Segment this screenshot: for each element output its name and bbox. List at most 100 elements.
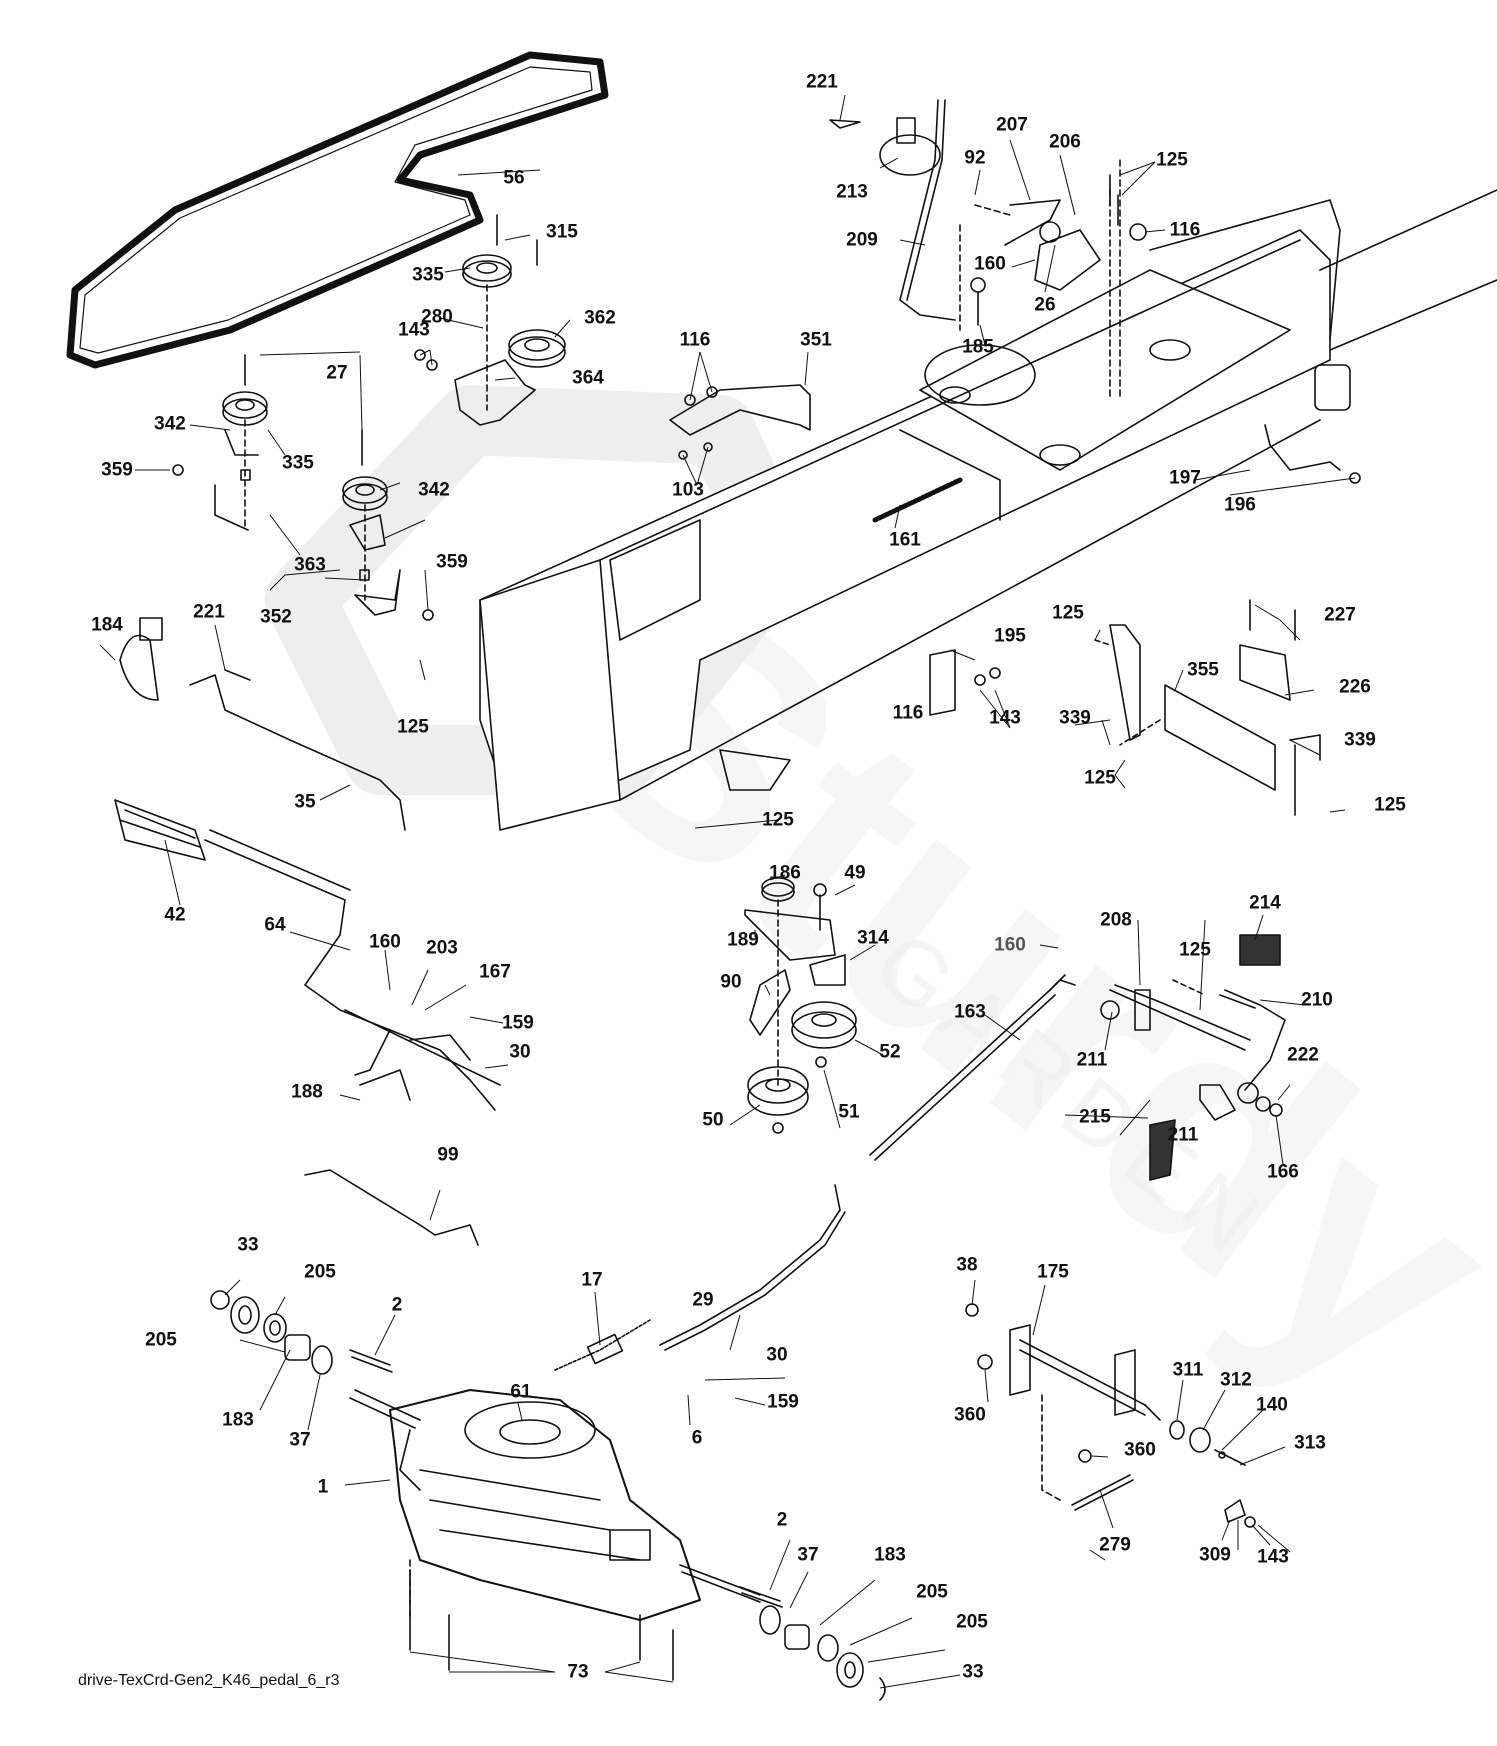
callout-197[interactable]: 197 xyxy=(1169,467,1201,489)
callout-185[interactable]: 185 xyxy=(962,336,994,358)
callout-160-pedal[interactable]: 160 xyxy=(994,934,1026,956)
callout-314[interactable]: 314 xyxy=(857,927,889,949)
callout-339-right[interactable]: 339 xyxy=(1344,729,1376,751)
callout-116-top[interactable]: 116 xyxy=(1169,219,1201,241)
callout-215[interactable]: 215 xyxy=(1079,1106,1111,1128)
callout-17[interactable]: 17 xyxy=(581,1269,603,1291)
callout-49[interactable]: 49 xyxy=(844,862,866,884)
callout-309[interactable]: 309 xyxy=(1199,1544,1231,1566)
callout-37-right[interactable]: 37 xyxy=(797,1544,819,1566)
callout-160-lever[interactable]: 160 xyxy=(369,931,401,953)
callout-163[interactable]: 163 xyxy=(954,1001,986,1023)
callout-280[interactable]: 280 xyxy=(421,306,453,328)
callout-312[interactable]: 312 xyxy=(1220,1369,1252,1391)
callout-125-hitch-right[interactable]: 125 xyxy=(1374,794,1406,816)
callout-222[interactable]: 222 xyxy=(1287,1044,1319,1066)
callout-2-right[interactable]: 2 xyxy=(776,1509,788,1531)
callout-279[interactable]: 279 xyxy=(1099,1534,1131,1556)
callout-116-mid[interactable]: 116 xyxy=(679,329,711,351)
callout-339-left[interactable]: 339 xyxy=(1059,707,1091,729)
callout-175[interactable]: 175 xyxy=(1037,1261,1069,1283)
callout-335-top[interactable]: 335 xyxy=(412,264,444,286)
callout-227[interactable]: 227 xyxy=(1324,604,1356,626)
callout-183-right[interactable]: 183 xyxy=(874,1544,906,1566)
callout-189[interactable]: 189 xyxy=(727,929,759,951)
callout-125-hitch-lower[interactable]: 125 xyxy=(1084,767,1116,789)
callout-221[interactable]: 221 xyxy=(806,71,838,93)
callout-211-top[interactable]: 211 xyxy=(1076,1049,1108,1071)
callout-315[interactable]: 315 xyxy=(546,221,578,243)
callout-51[interactable]: 51 xyxy=(838,1101,860,1123)
callout-203[interactable]: 203 xyxy=(426,937,458,959)
callout-90[interactable]: 90 xyxy=(720,971,742,993)
callout-352[interactable]: 352 xyxy=(260,606,292,628)
callout-183-left[interactable]: 183 xyxy=(222,1409,254,1431)
callout-188[interactable]: 188 xyxy=(291,1081,323,1103)
callout-196[interactable]: 196 xyxy=(1224,494,1256,516)
callout-313[interactable]: 313 xyxy=(1294,1432,1326,1454)
callout-186[interactable]: 186 xyxy=(769,862,801,884)
callout-209[interactable]: 209 xyxy=(846,229,878,251)
callout-26[interactable]: 26 xyxy=(1034,294,1056,316)
callout-221-left[interactable]: 221 xyxy=(193,601,225,623)
callout-342-mid[interactable]: 342 xyxy=(418,479,450,501)
callout-205-right-outer[interactable]: 205 xyxy=(956,1611,988,1633)
callout-37-left[interactable]: 37 xyxy=(289,1429,311,1451)
callout-38[interactable]: 38 xyxy=(956,1254,978,1276)
callout-30[interactable]: 30 xyxy=(766,1344,788,1366)
callout-207[interactable]: 207 xyxy=(996,114,1028,136)
callout-205-left-outer[interactable]: 205 xyxy=(145,1329,177,1351)
callout-342-left[interactable]: 342 xyxy=(154,413,186,435)
callout-73[interactable]: 73 xyxy=(567,1661,589,1683)
callout-125-hitch[interactable]: 125 xyxy=(1052,602,1084,624)
callout-33-right[interactable]: 33 xyxy=(962,1661,984,1683)
callout-364[interactable]: 364 xyxy=(572,367,604,389)
callout-360-bottom[interactable]: 360 xyxy=(1124,1439,1156,1461)
callout-143-bottom[interactable]: 143 xyxy=(1257,1546,1289,1568)
callout-359-left[interactable]: 359 xyxy=(101,459,133,481)
callout-35[interactable]: 35 xyxy=(294,791,316,813)
callout-125-left[interactable]: 125 xyxy=(397,716,429,738)
callout-1[interactable]: 1 xyxy=(317,1476,329,1498)
callout-143-top[interactable]: 143 xyxy=(398,319,430,341)
callout-211-bottom[interactable]: 211 xyxy=(1167,1124,1199,1146)
callout-214[interactable]: 214 xyxy=(1249,892,1281,914)
callout-140[interactable]: 140 xyxy=(1256,1394,1288,1416)
callout-33-left[interactable]: 33 xyxy=(237,1234,259,1256)
callout-64[interactable]: 64 xyxy=(264,914,286,936)
callout-6[interactable]: 6 xyxy=(691,1427,703,1449)
callout-206[interactable]: 206 xyxy=(1049,131,1081,153)
callout-125-pedal[interactable]: 125 xyxy=(1179,939,1211,961)
callout-362[interactable]: 362 xyxy=(584,307,616,329)
callout-27[interactable]: 27 xyxy=(326,362,348,384)
callout-311[interactable]: 311 xyxy=(1172,1359,1204,1381)
callout-160-top[interactable]: 160 xyxy=(974,253,1006,275)
callout-205-right-inner[interactable]: 205 xyxy=(916,1581,948,1603)
callout-195[interactable]: 195 xyxy=(994,625,1026,647)
callout-99[interactable]: 99 xyxy=(437,1144,459,1166)
callout-359-mid[interactable]: 359 xyxy=(436,551,468,573)
callout-208[interactable]: 208 xyxy=(1100,909,1132,931)
callout-159[interactable]: 159 xyxy=(767,1391,799,1413)
callout-125-frame-bottom[interactable]: 125 xyxy=(762,809,794,831)
callout-213[interactable]: 213 xyxy=(836,181,868,203)
callout-103[interactable]: 103 xyxy=(672,479,704,501)
callout-61[interactable]: 61 xyxy=(510,1381,532,1403)
callout-205-left-inner[interactable]: 205 xyxy=(304,1261,336,1283)
callout-210[interactable]: 210 xyxy=(1301,989,1333,1011)
callout-167[interactable]: 167 xyxy=(479,961,511,983)
callout-2-left[interactable]: 2 xyxy=(391,1294,403,1316)
callout-92[interactable]: 92 xyxy=(964,147,986,169)
callout-56[interactable]: 56 xyxy=(503,167,525,189)
callout-42[interactable]: 42 xyxy=(164,904,186,926)
callout-125-top[interactable]: 125 xyxy=(1156,149,1188,171)
callout-29[interactable]: 29 xyxy=(692,1289,714,1311)
callout-159-lever[interactable]: 159 xyxy=(502,1012,534,1034)
callout-143-frame[interactable]: 143 xyxy=(989,707,1021,729)
callout-116-frame[interactable]: 116 xyxy=(892,702,924,724)
callout-52[interactable]: 52 xyxy=(879,1041,901,1063)
callout-363[interactable]: 363 xyxy=(294,554,326,576)
callout-335-left[interactable]: 335 xyxy=(282,452,314,474)
callout-360-top[interactable]: 360 xyxy=(954,1404,986,1426)
callout-351[interactable]: 351 xyxy=(800,329,832,351)
